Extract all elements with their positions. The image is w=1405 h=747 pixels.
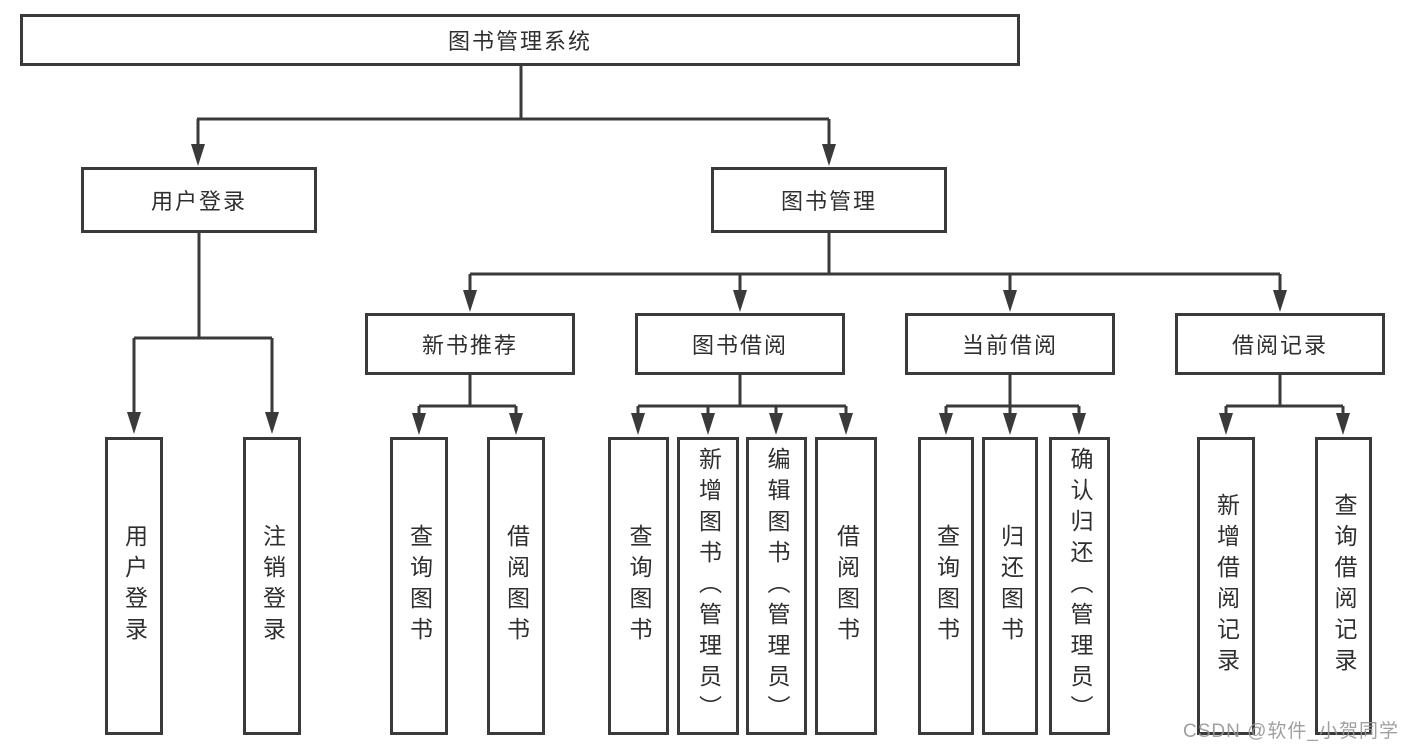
node-current-borrow: 当前借阅 [905,313,1115,375]
leaf-borrow-add-books-admin: 新增图书（管理员） [677,437,739,735]
node-label: 图书管理系统 [447,29,592,54]
leaf-label: 归还图书 [997,524,1024,648]
leaf-borrow-borrow-books: 借阅图书 [815,437,877,735]
csdn-watermark: CSDN @软件_小贺同学 [1183,721,1399,742]
leaf-logout: 注销登录 [243,437,301,735]
node-library-management-system: 图书管理系统 [20,14,1020,66]
node-label: 借阅记录 [1231,333,1328,358]
leaf-label: 借阅图书 [503,524,530,648]
leaf-borrow-edit-books-admin: 编辑图书（管理员） [746,437,807,735]
leaf-label: 编辑图书（管理员） [764,446,790,726]
leaf-label: 查询借阅记录 [1331,493,1357,679]
leaf-current-confirm-return-admin: 确认归还（管理员） [1049,437,1110,735]
leaf-current-query-books: 查询图书 [918,437,974,735]
node-book-management: 图书管理 [711,167,947,233]
node-user-login: 用户登录 [81,167,317,233]
leaf-label: 查询图书 [933,524,960,648]
node-label: 图书借阅 [691,333,788,358]
node-label: 图书管理 [780,189,877,214]
leaf-records-query-record: 查询借阅记录 [1315,437,1372,735]
node-book-borrow: 图书借阅 [635,313,845,375]
node-label: 用户登录 [150,189,247,214]
leaf-newbook-query-books: 查询图书 [390,437,448,735]
leaf-newbook-borrow-books: 借阅图书 [487,437,545,735]
leaf-current-return-books: 归还图书 [982,437,1038,735]
node-label: 新书推荐 [421,333,518,358]
leaf-label: 查询图书 [626,524,652,648]
leaf-label: 查询图书 [406,524,433,648]
leaf-label: 新增借阅记录 [1213,493,1240,679]
leaf-label: 确认归还（管理员） [1067,446,1093,726]
node-label: 当前借阅 [961,333,1058,358]
leaf-label: 新增图书（管理员） [695,446,722,726]
leaf-user-login: 用户登录 [105,437,163,735]
leaf-records-add-record: 新增借阅记录 [1197,437,1255,735]
node-borrow-records: 借阅记录 [1175,313,1385,375]
leaf-label: 用户登录 [121,524,148,648]
leaf-borrow-query-books: 查询图书 [608,437,669,735]
leaf-label: 注销登录 [259,524,286,648]
node-new-book-recommend: 新书推荐 [365,313,575,375]
leaf-label: 借阅图书 [833,524,860,648]
